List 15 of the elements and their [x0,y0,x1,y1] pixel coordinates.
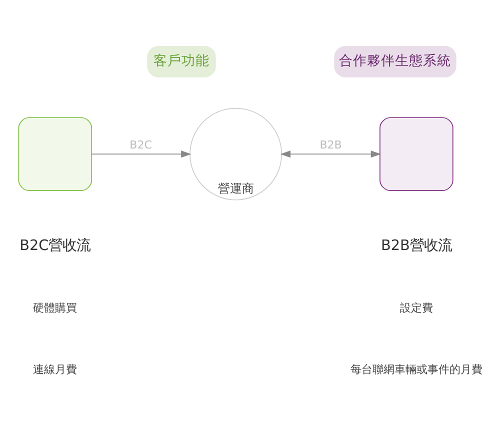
edge-label: B2C [130,138,152,151]
arrow [280,150,382,158]
node-box: 合作夥伴生態系統 [334,45,456,77]
edge-label: B2B [320,138,342,151]
label: 每台聯網車輛或事件的月費 [350,362,482,376]
label: 設定費 [400,300,433,314]
label: 連線月費 [33,362,78,376]
node-box: 客戶功能 [147,45,216,77]
label: B2B營收流 [380,238,452,254]
node-circle: 營運商 [190,107,282,200]
node-box [18,116,92,190]
node-box [380,116,454,190]
label: 硬體購買 [33,300,78,314]
arrow [91,150,192,158]
label: B2C營收流 [20,238,91,254]
